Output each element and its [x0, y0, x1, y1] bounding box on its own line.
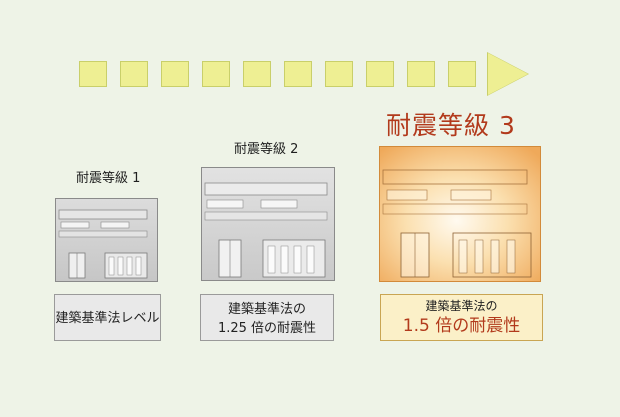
progress-arrow	[0, 0, 620, 110]
arrow-right-icon	[488, 53, 528, 95]
arrow-step	[366, 61, 394, 87]
house-level-1-illustration	[55, 198, 158, 282]
arrow-step	[120, 61, 148, 87]
level-2-caption-line-2: 1.25 倍の耐震性	[217, 321, 317, 336]
level-3-label: 耐震等級 3	[386, 111, 516, 140]
level-3-caption-line-2: 1.5 倍の耐震性	[402, 316, 521, 336]
arrow-step	[161, 61, 189, 87]
arrow-step	[448, 61, 476, 87]
level-1-label: 耐震等級 1	[76, 171, 141, 186]
level-3-caption-line-1: 建築基準法の	[425, 299, 498, 313]
arrow-step	[407, 61, 435, 87]
level-2-caption: 建築基準法の 1.25 倍の耐震性	[200, 294, 334, 341]
level-3-caption: 建築基準法の 1.5 倍の耐震性	[380, 294, 543, 341]
arrow-step	[325, 61, 353, 87]
arrow-step	[243, 61, 271, 87]
level-2-caption-line-1: 建築基準法の	[227, 302, 306, 317]
arrow-step	[202, 61, 230, 87]
house-level-3-illustration	[379, 146, 541, 282]
level-2-label: 耐震等級 2	[234, 142, 299, 157]
house-level-2-illustration	[201, 167, 335, 281]
arrow-step	[79, 61, 107, 87]
arrow-step	[284, 61, 312, 87]
level-1-caption-line-1: 建築基準法レベル	[55, 311, 160, 326]
level-1-caption: 建築基準法レベル	[54, 294, 161, 341]
